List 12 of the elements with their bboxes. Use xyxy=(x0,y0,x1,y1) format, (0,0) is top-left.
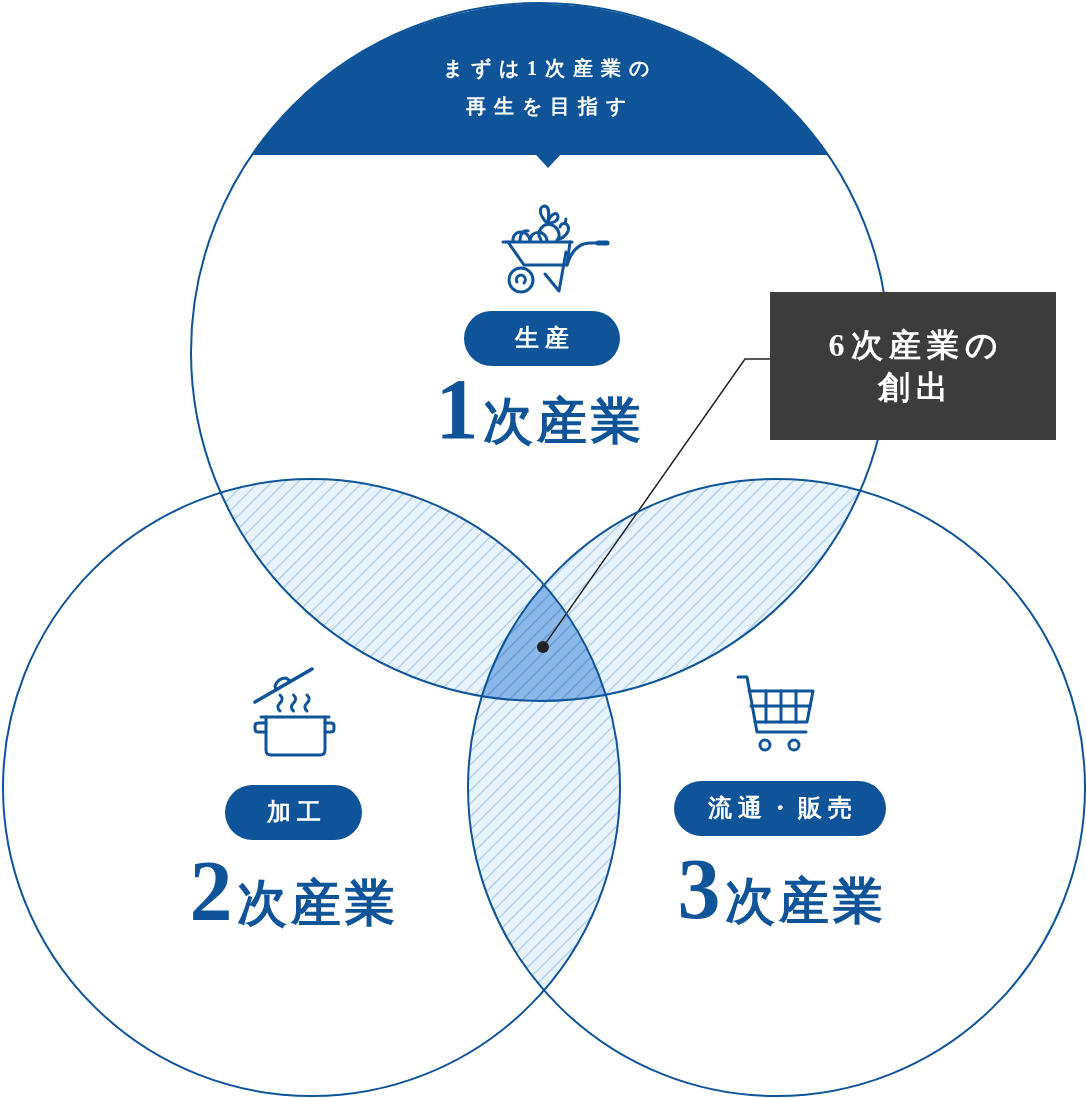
industry-title: 3次産業 xyxy=(677,851,887,939)
venn-circle xyxy=(466,478,1086,1097)
label-pill: 生産 xyxy=(464,311,620,366)
venn-circle xyxy=(1,478,621,1097)
banner: まずは1次産業の再生を目指す xyxy=(251,2,829,168)
label-pill: 流通・販売 xyxy=(674,781,886,836)
industry-title: 1次産業 xyxy=(435,371,645,459)
leader-line xyxy=(545,358,771,643)
label-pill: 加工 xyxy=(225,785,362,840)
industry-title: 2次産業 xyxy=(189,853,399,941)
callout-box: 6次産業の創出 xyxy=(770,292,1056,440)
leader-dot xyxy=(537,641,549,653)
